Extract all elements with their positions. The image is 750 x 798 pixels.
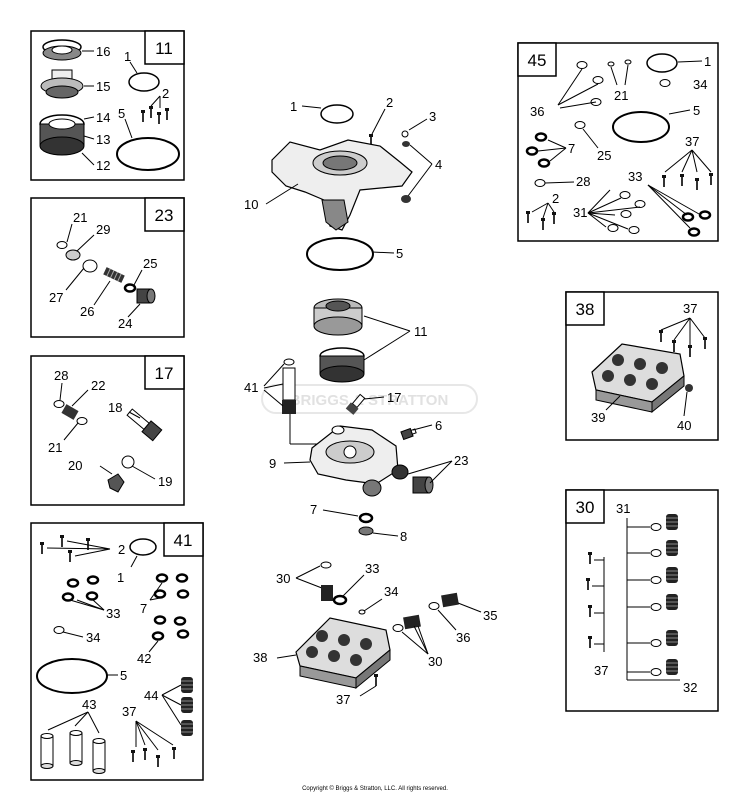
callout: 25 <box>143 256 157 271</box>
callout: 5 <box>120 668 127 683</box>
callout: 15 <box>96 79 110 94</box>
callout: 30 <box>276 571 290 586</box>
callout: 7 <box>568 141 575 156</box>
panel-number: 23 <box>155 206 174 225</box>
callout: 12 <box>96 158 110 173</box>
valve-manifold <box>591 343 685 414</box>
callout: 37 <box>336 692 350 707</box>
callout: 2 <box>552 191 559 206</box>
callout: 36 <box>530 104 544 119</box>
panel-41: 41 2 1 33 7 34 42 5 44 43 37 <box>30 522 204 781</box>
callout: 3 <box>429 109 436 124</box>
callout: 29 <box>96 222 110 237</box>
panel-number: 30 <box>576 498 595 517</box>
callout: 1 <box>117 570 124 585</box>
callout: 2 <box>386 95 393 110</box>
spring-stack <box>627 513 679 676</box>
main-assembly: 1 2 3 4 10 5 11 <box>244 95 497 707</box>
callout: 25 <box>597 148 611 163</box>
callout: 2 <box>118 542 125 557</box>
panel-number: 11 <box>155 39 173 58</box>
callout: 19 <box>158 474 172 489</box>
callout: 1 <box>704 54 711 69</box>
panel-11: 11 16 15 14 13 12 1 2 5 <box>30 30 185 181</box>
callout: 37 <box>685 134 699 149</box>
callout: 9 <box>269 456 276 471</box>
callout: 18 <box>108 400 122 415</box>
panel-23: 23 21 29 25 27 26 24 <box>30 197 185 338</box>
callout: 41 <box>244 380 258 395</box>
callout: 20 <box>68 458 82 473</box>
callout: 5 <box>693 103 700 118</box>
watermark-text: BRIGGS & STRATTON <box>290 392 449 409</box>
callout: 34 <box>693 77 707 92</box>
callout: 17 <box>387 390 401 405</box>
callout: 5 <box>118 106 125 121</box>
callout: 44 <box>144 688 158 703</box>
callout: 28 <box>54 368 68 383</box>
callout: 34 <box>384 584 398 599</box>
callout: 10 <box>244 197 258 212</box>
callout: 21 <box>48 440 62 455</box>
panel-38: 38 37 39 40 <box>565 291 719 441</box>
copyright: Copyright © Briggs & Stratton, LLC. All … <box>302 786 448 792</box>
callout: 5 <box>396 246 403 261</box>
callout: 7 <box>310 502 317 517</box>
callout: 21 <box>614 88 628 103</box>
callout: 2 <box>162 86 169 101</box>
callout: 30 <box>428 654 442 669</box>
pump-housing <box>309 425 409 497</box>
callout: 26 <box>80 304 94 319</box>
callout: 38 <box>253 650 267 665</box>
panel-45: 45 1 34 21 36 5 7 25 37 28 33 2 31 <box>517 42 719 242</box>
callout: 33 <box>365 561 379 576</box>
crankcase <box>271 139 413 231</box>
callout: 4 <box>435 157 442 172</box>
valve-plate <box>295 617 391 690</box>
callout: 39 <box>591 410 605 425</box>
callout: 13 <box>96 132 110 147</box>
callout: 8 <box>400 529 407 544</box>
callout: 22 <box>91 378 105 393</box>
callout: 14 <box>96 110 110 125</box>
panel-number: 45 <box>528 51 547 70</box>
callout: 37 <box>683 301 697 316</box>
callout: 37 <box>594 663 608 678</box>
callout: 1 <box>124 49 131 64</box>
callout: 21 <box>73 210 87 225</box>
callout: 32 <box>683 680 697 695</box>
callout: 33 <box>628 169 642 184</box>
callout: 31 <box>573 205 587 220</box>
callout: 40 <box>677 418 691 433</box>
callout: 35 <box>483 608 497 623</box>
callout: 7 <box>140 601 147 616</box>
panel-number: 17 <box>155 364 174 383</box>
callout: 37 <box>122 704 136 719</box>
callout: 23 <box>454 453 468 468</box>
callout: 33 <box>106 606 120 621</box>
callout: 28 <box>576 174 590 189</box>
callout: 42 <box>137 651 151 666</box>
callout: 6 <box>435 418 442 433</box>
panel-30: 30 31 32 37 <box>565 489 719 712</box>
callout: 43 <box>82 697 96 712</box>
callout: 27 <box>49 290 63 305</box>
watermark: BRIGGS & STRATTON <box>261 384 478 414</box>
callout: 24 <box>118 316 132 331</box>
callout: 31 <box>616 501 630 516</box>
callout: 11 <box>414 324 428 339</box>
callout: 34 <box>86 630 100 645</box>
callout: 36 <box>456 630 470 645</box>
panel-17: 17 28 22 18 21 20 19 <box>30 355 185 506</box>
panel-number: 41 <box>174 531 193 550</box>
callout: 16 <box>96 44 110 59</box>
callout: 1 <box>290 99 297 114</box>
panel-number: 38 <box>576 300 595 319</box>
